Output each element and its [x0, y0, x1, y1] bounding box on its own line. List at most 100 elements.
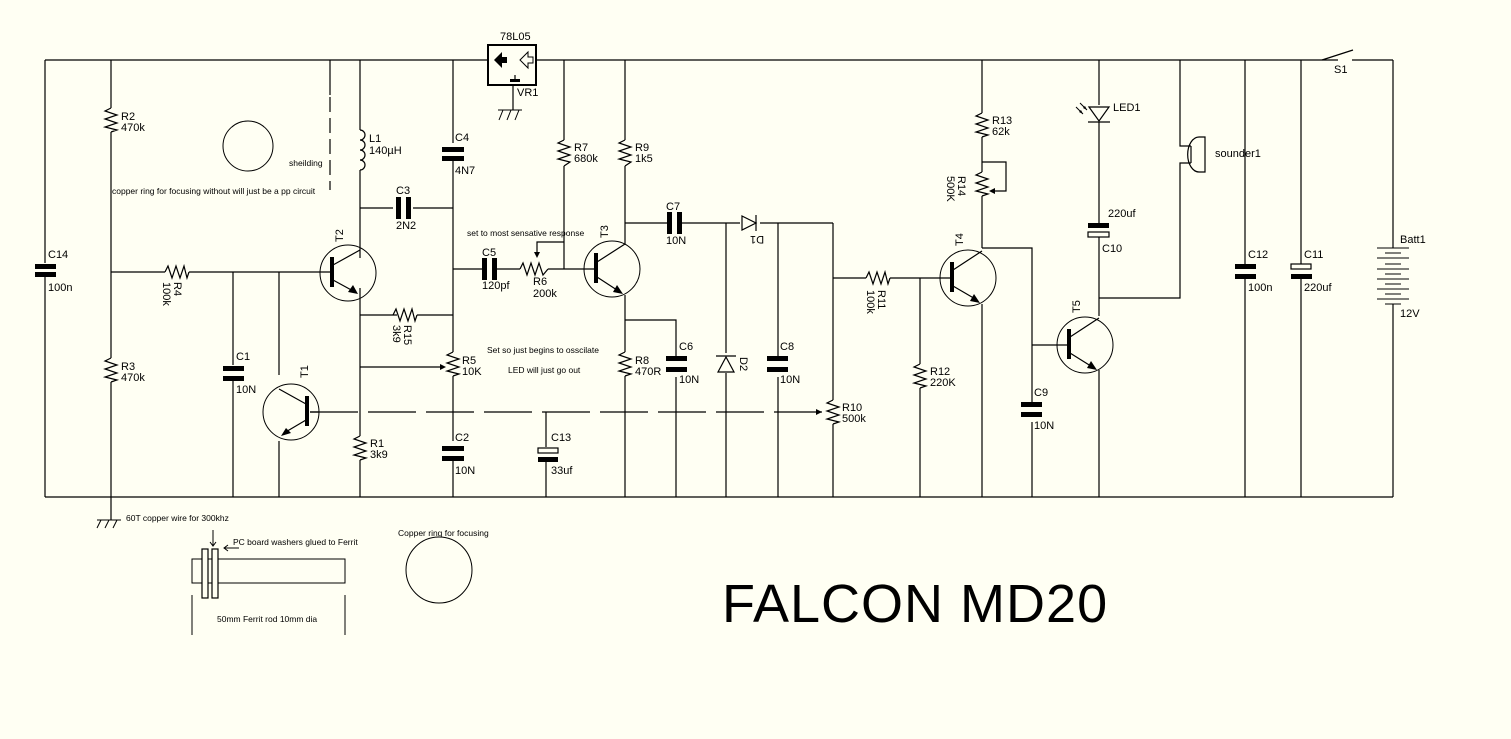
components-c13-value: 33uf — [551, 465, 573, 477]
diode-D2: D2 — [716, 355, 749, 373]
components-r8-ref: R8 — [635, 355, 649, 367]
components-r6-ref: R6 — [533, 276, 547, 288]
components-l1-value: 140µH — [369, 145, 402, 157]
transistor-T5: T5 — [1056, 300, 1114, 374]
washers-note: PC board washers glued to Ferrit — [233, 537, 358, 547]
components-c13-ref: C13 — [551, 432, 571, 444]
components-r1-value: 3k9 — [370, 449, 388, 461]
resistor-R1: R1 3k9 — [351, 435, 388, 461]
led-LED1: LED1 — [1075, 102, 1141, 123]
transistor-T2: T2 — [319, 229, 377, 302]
components-c14-ref: C14 — [48, 249, 68, 261]
potentiometer-R14: R14 500K — [944, 171, 995, 202]
components-t2-ref: T2 — [334, 229, 346, 242]
components-r2-ref: R2 — [121, 111, 135, 123]
components-c6-ref: C6 — [679, 341, 693, 353]
components-c1-ref: C1 — [236, 351, 250, 363]
resistor-R4: R4 100k — [160, 263, 190, 306]
r6-note: set to most sensative response — [467, 228, 584, 238]
components-r9-ref: R9 — [635, 142, 649, 154]
capacitor-C13: C13 33uf — [537, 432, 573, 477]
rod-note: 50mm Ferrit rod 10mm dia — [217, 614, 317, 624]
components-c7-value: 10N — [666, 235, 686, 247]
annotations: sheilding copper ring for focusing witho… — [112, 120, 599, 635]
components-r7-value: 680k — [574, 153, 598, 165]
potentiometer-R6: R6 200k — [519, 241, 564, 300]
copper-ring-bottom — [405, 536, 473, 604]
capacitor-C3: C3 2N2 — [396, 185, 416, 232]
copper-ring-bottom-note: Copper ring for focusing — [398, 528, 489, 538]
components-c4-ref: C4 — [455, 132, 469, 144]
components-c8-value: 10N — [780, 374, 800, 386]
components-r10-ref: R10 — [842, 402, 862, 414]
components-c5-ref: C5 — [482, 247, 496, 259]
regulator-VR1: 78L05 VR1 — [487, 31, 538, 121]
components-r2-value: 470k — [121, 122, 145, 134]
components-c8-ref: C8 — [780, 341, 794, 353]
transistor-T4: T4 — [939, 233, 997, 307]
resistors: R2 470k R3 470k R1 3k9 R5 10K R7 680k R9… — [102, 107, 1012, 461]
components-r5-ref: R5 — [462, 355, 476, 367]
components-c5-value: 120pf — [482, 280, 510, 292]
components-r5-value: 10K — [462, 366, 482, 378]
capacitor-C7: C7 10N — [666, 201, 686, 247]
components-s1-ref: S1 — [1334, 64, 1347, 76]
r5-note-2: LED will just go out — [508, 365, 581, 375]
diode-D1: D1 — [741, 215, 764, 245]
components-sounder1-ref: sounder1 — [1215, 148, 1261, 160]
switch-S1: S1 — [1321, 49, 1354, 76]
components-l1-ref: L1 — [369, 133, 381, 145]
resistor-R15: R15 3k9 — [390, 306, 418, 345]
battery-Batt1: Batt1 12V — [1377, 234, 1426, 320]
components-r10-value: 500k — [842, 413, 866, 425]
vr1-ref: VR1 — [517, 87, 538, 99]
components-r1-ref: R1 — [370, 438, 384, 450]
copper-ring-top — [222, 120, 274, 172]
ground-symbol — [96, 519, 121, 529]
components-r3-value: 470k — [121, 372, 145, 384]
components-r6-value: 200k — [533, 288, 557, 300]
components-c10-ref: C10 — [1102, 243, 1122, 255]
resistor-R8: R8 470R — [616, 351, 661, 378]
components-r15-value: 3k9 — [390, 325, 402, 343]
components-c9-ref: C9 — [1034, 387, 1048, 399]
components-t1-ref: T1 — [299, 365, 311, 378]
ferrite-rod-drawing — [191, 530, 346, 635]
components-r3-ref: R3 — [121, 361, 135, 373]
components-c7-ref: C7 — [666, 201, 680, 213]
components-r9-value: 1k5 — [635, 153, 653, 165]
components-r13-ref: R13 — [992, 115, 1012, 127]
components-c12-ref: C12 — [1248, 249, 1268, 261]
components-c3-value: 2N2 — [396, 220, 416, 232]
components-c3-ref: C3 — [396, 185, 410, 197]
components-d1-ref: D1 — [750, 233, 764, 245]
components-t3-ref: T3 — [599, 225, 611, 238]
potentiometer-R5: R5 10K — [440, 351, 482, 378]
transistor-T3: T3 — [583, 225, 641, 298]
components-r11-value: 100k — [864, 290, 876, 314]
components-r4-ref: R4 — [171, 282, 183, 296]
components-t4-ref: T4 — [954, 233, 966, 246]
components-c2-value: 10N — [455, 465, 475, 477]
components-c11-value: 220uf — [1304, 282, 1332, 294]
resistor-R2: R2 470k — [102, 107, 145, 134]
resistor-R13: R13 62k — [973, 112, 1012, 138]
components-r8-value: 470R — [635, 366, 661, 378]
horizontal-resistors: R4 100k R15 3k9 R6 200k R11 100k — [160, 241, 891, 345]
vr1-value: 78L05 — [500, 31, 531, 43]
resistor-R11: R11 100k — [864, 269, 891, 314]
r5-note-1: Set so just begins to osscilate — [487, 345, 599, 355]
copper-ring-note: copper ring for focusing without will ju… — [112, 186, 316, 196]
components-r13-value: 62k — [992, 126, 1010, 138]
components-r15-ref: R15 — [401, 325, 413, 345]
inductor-L1: L1 140µH — [359, 129, 402, 171]
components-c12-value: 100n — [1248, 282, 1272, 294]
